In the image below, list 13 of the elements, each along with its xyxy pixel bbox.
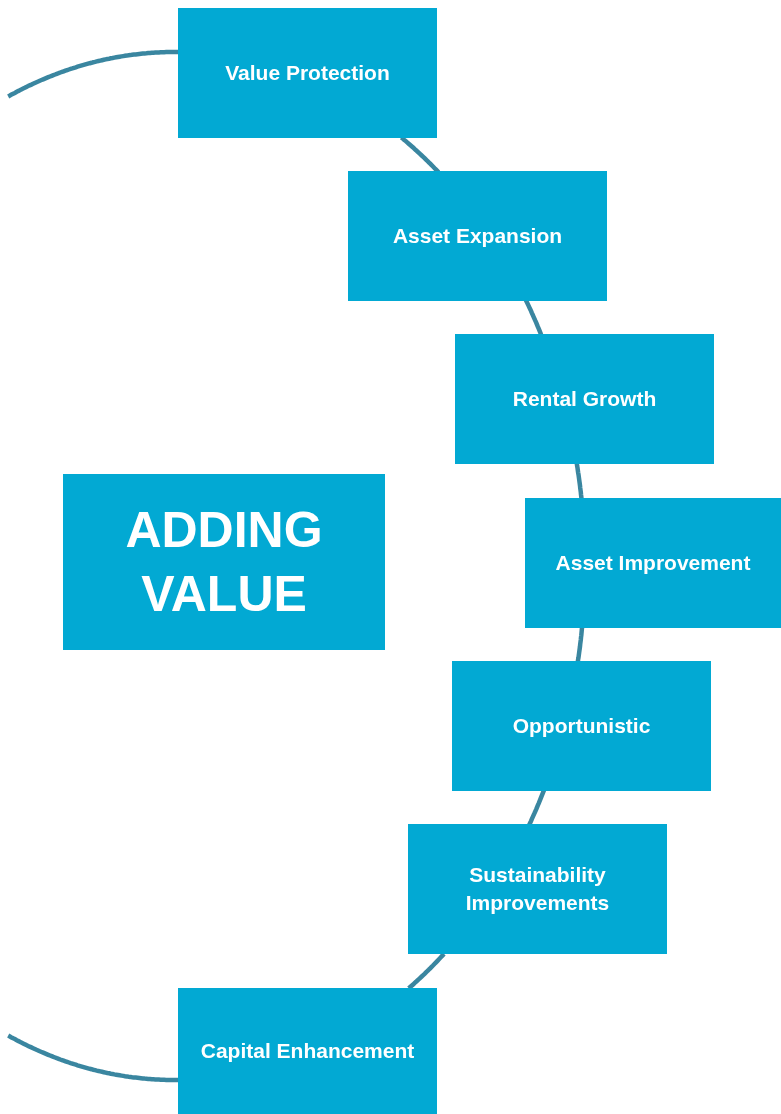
process-box: Capital Enhancement xyxy=(178,988,437,1114)
connector-arc xyxy=(407,952,446,990)
process-box: Opportunistic xyxy=(452,661,711,791)
process-box: Asset Expansion xyxy=(348,171,607,301)
title-box: ADDING VALUE xyxy=(63,474,385,650)
process-box: Value Protection xyxy=(178,8,437,138)
connector-arc xyxy=(575,626,585,663)
process-box: Sustainability Improvements xyxy=(408,824,667,954)
process-box: Rental Growth xyxy=(455,334,714,464)
connector-arc xyxy=(7,49,180,99)
connector-arc xyxy=(574,463,584,500)
connector-arc xyxy=(7,1033,180,1083)
process-box: Asset Improvement xyxy=(525,498,781,628)
